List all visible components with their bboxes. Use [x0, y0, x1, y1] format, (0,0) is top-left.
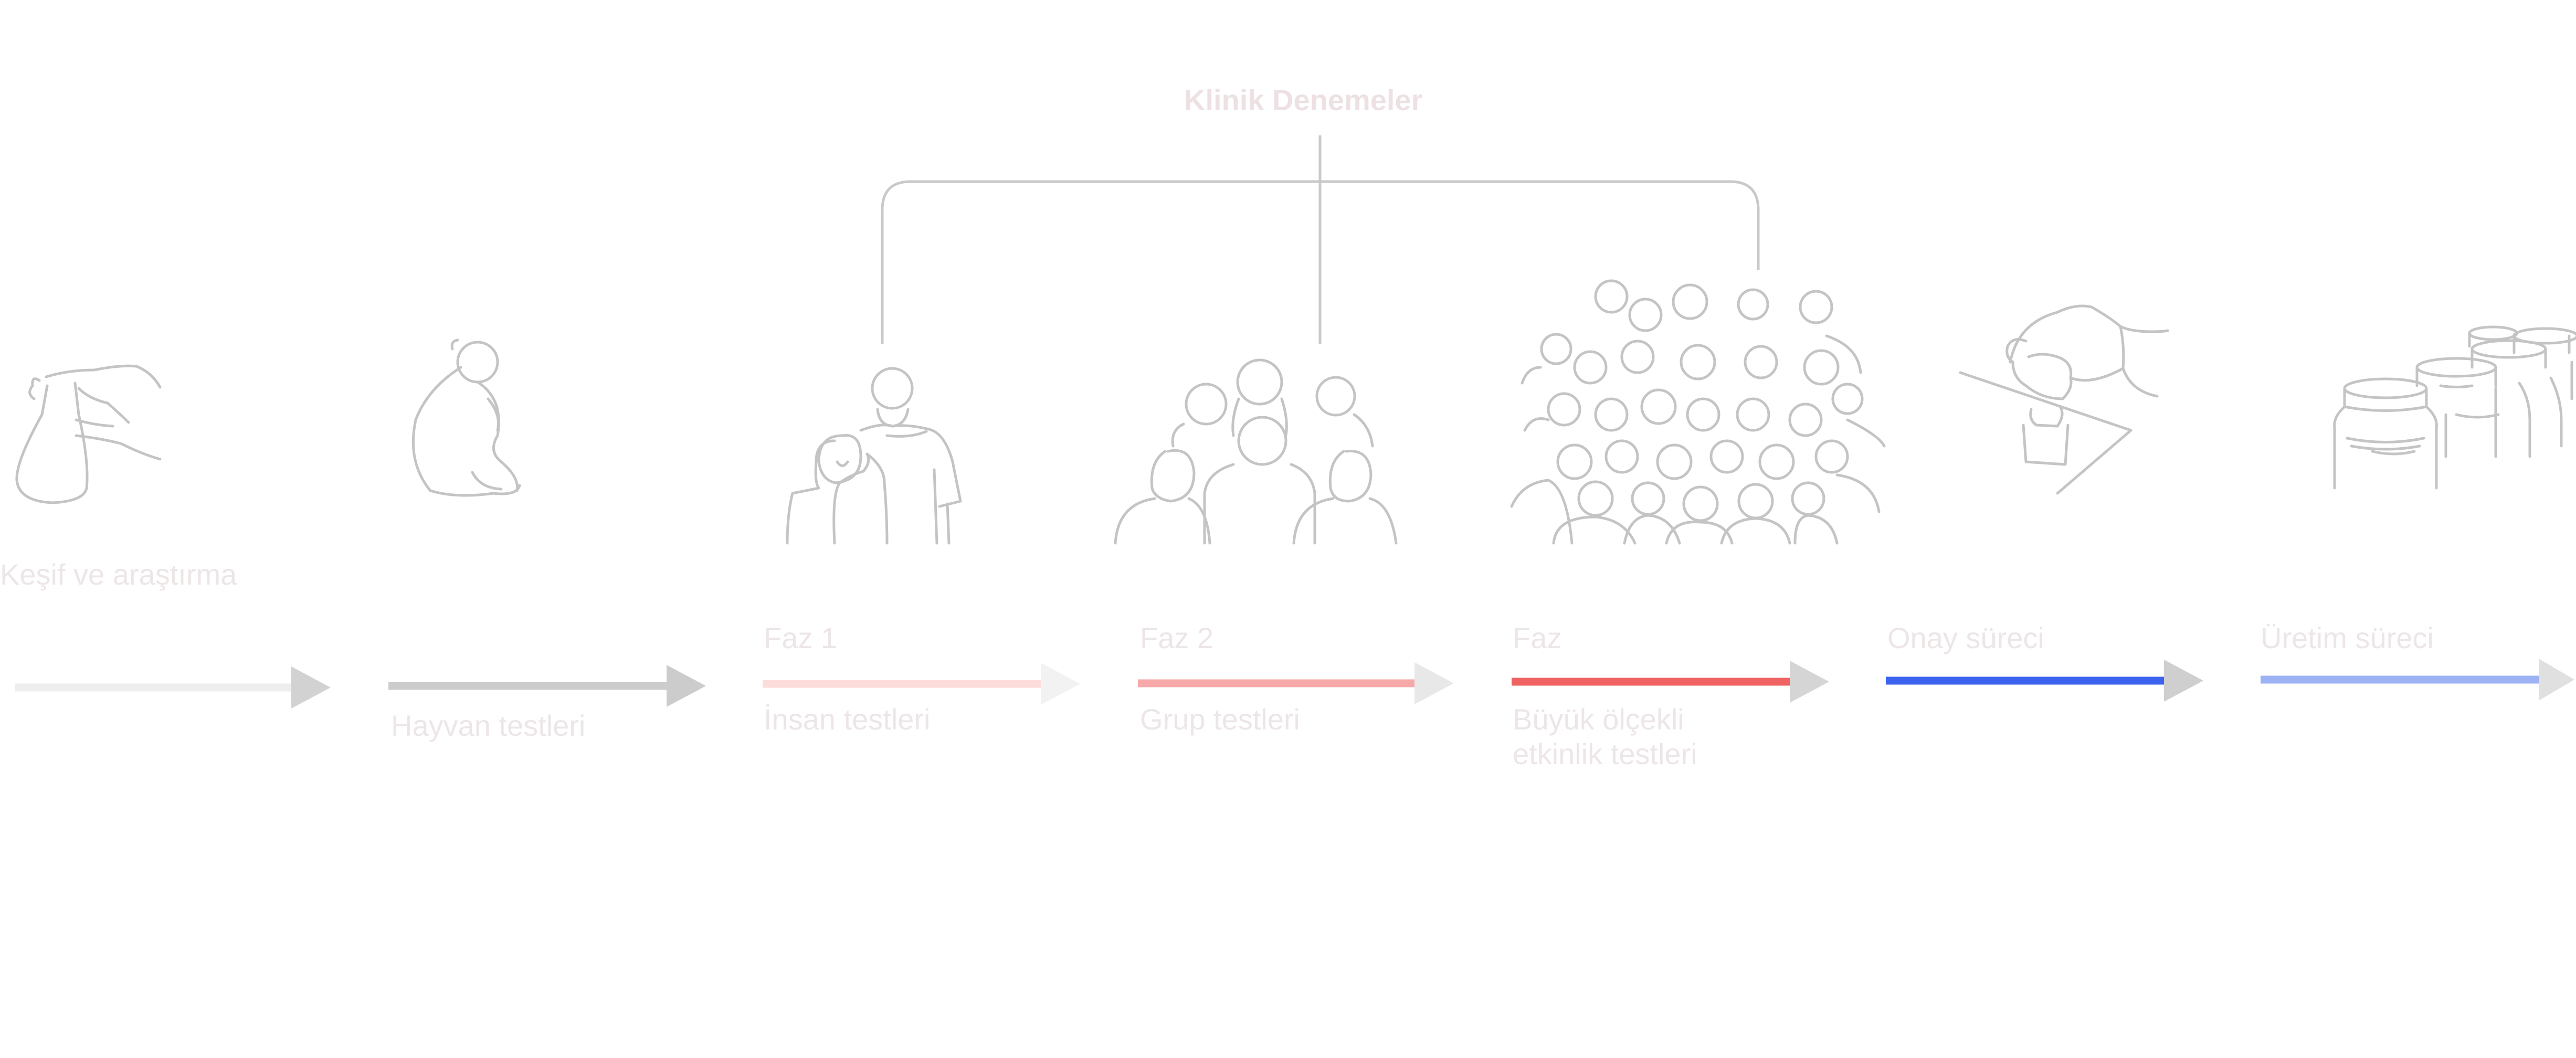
- crowd-icon: [1510, 279, 1886, 545]
- label-phase-1: Faz 1: [764, 621, 838, 654]
- two-people-icon: [786, 367, 962, 545]
- arrow-discovery: [15, 666, 331, 708]
- monkey-icon: [411, 338, 521, 497]
- label-phase-2: Faz 2: [1140, 621, 1214, 654]
- arrow-production: [2261, 659, 2574, 701]
- arrow-phase-1: [763, 663, 1080, 705]
- group-people-icon: [1114, 358, 1398, 545]
- label-approval: Onay süreci: [1887, 621, 2044, 654]
- label-group-testing: Grup testleri: [1140, 703, 1300, 736]
- stamp-hand-icon: [1959, 304, 2169, 495]
- arrow-phase-3: [1512, 661, 1829, 703]
- label-large-scale-line-1: Büyük ölçekli: [1513, 703, 1684, 736]
- flask-hand-icon: [15, 364, 162, 504]
- label-animal-testing: Hayvan testleri: [391, 709, 586, 742]
- arrow-animal-testing: [388, 665, 706, 707]
- label-human-testing: İnsan testleri: [764, 703, 931, 736]
- arrow-phase-2: [1138, 662, 1454, 704]
- label-large-scale-line-2: etkinlik testleri: [1513, 737, 1697, 770]
- arrow-approval: [1886, 660, 2203, 702]
- bottles-icon: [2333, 325, 2576, 490]
- label-phase-3: Faz: [1513, 621, 1562, 654]
- label-production: Üretim süreci: [2261, 621, 2434, 654]
- label-discovery: Keşif ve araştırma: [0, 558, 237, 591]
- clinical-trials-title: Klinik Denemeler: [1184, 83, 1423, 117]
